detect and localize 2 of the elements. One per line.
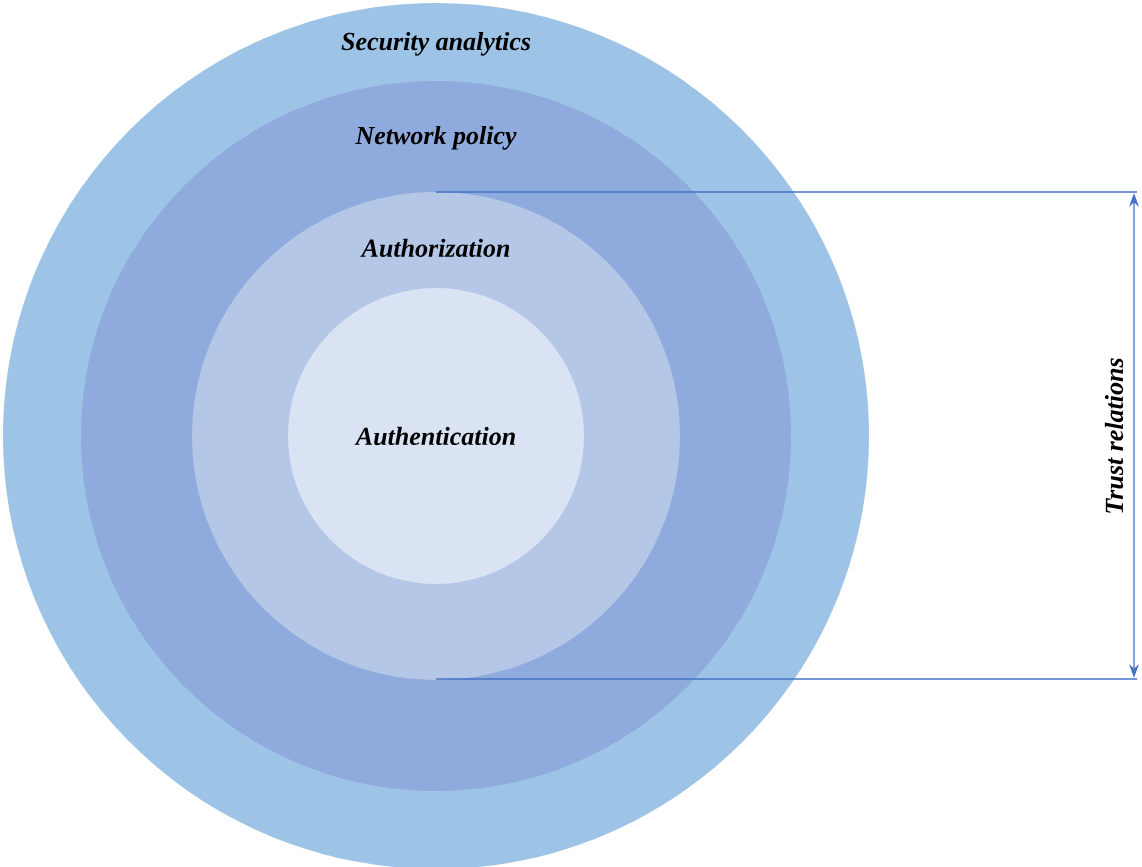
ring: Authentication xyxy=(288,288,584,584)
dimension-label: Trust relations xyxy=(1104,358,1124,513)
